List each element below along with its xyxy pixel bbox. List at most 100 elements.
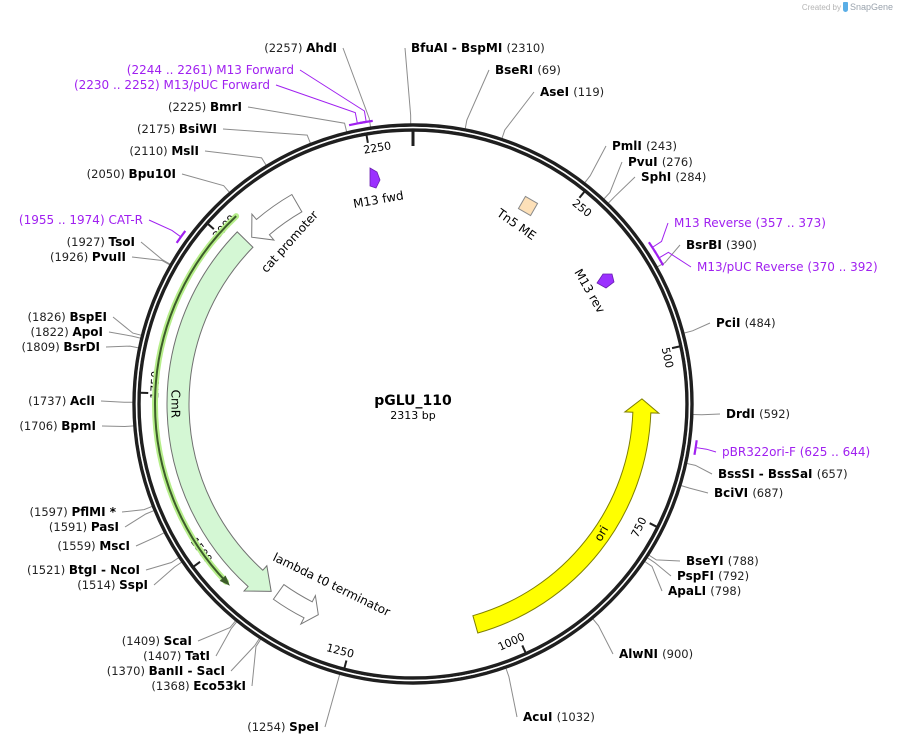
site-leader <box>215 621 238 657</box>
site-leader <box>648 554 681 562</box>
cmr-orf-arrowhead-icon <box>219 575 230 586</box>
site-label[interactable]: (1706) BpmI <box>19 419 96 433</box>
primer-name: M13 Forward <box>216 63 294 77</box>
map-center-title: pGLU_110 2313 bp <box>374 393 452 422</box>
feature-tn5-me[interactable]: Tn5 ME <box>493 195 539 243</box>
m13-rev-arrow-icon <box>596 273 615 289</box>
site-label[interactable]: (1559) MscI <box>57 539 130 553</box>
site-label[interactable]: SphI (284) <box>641 170 706 184</box>
primer-name: M13/pUC Reverse <box>697 260 807 274</box>
site-label[interactable]: (1409) ScaI <box>122 634 192 648</box>
site-label[interactable]: (2110) MslI <box>129 144 199 158</box>
site-name: DrdI <box>726 407 759 421</box>
site-position: (1926) <box>50 250 92 264</box>
site-label[interactable]: (2225) BmrI <box>168 100 242 114</box>
primer-name: CAT-R <box>108 213 143 227</box>
site-name: BpmI <box>61 419 96 433</box>
site-label[interactable]: (1927) TsoI <box>67 235 135 249</box>
site-name: MscI <box>99 539 130 553</box>
site-label[interactable]: (1597) PflMI * <box>30 505 117 519</box>
site-name: BmrI <box>210 100 242 114</box>
site-label[interactable]: BfuAI - BspMI (2310) <box>411 41 545 55</box>
ori-label: ori <box>591 523 611 544</box>
feature-cmr[interactable]: CmR <box>152 213 272 592</box>
site-name: AcuI <box>523 710 557 724</box>
site-label[interactable]: ApaLI (798) <box>668 584 741 598</box>
site-leader <box>105 345 139 349</box>
site-label[interactable]: (2257) AhdI <box>264 41 337 55</box>
site-label[interactable]: DrdI (592) <box>726 407 790 421</box>
watermark-prefix: Created by <box>801 2 841 12</box>
site-name: Bpu10I <box>129 167 176 181</box>
feature-m13-fwd[interactable]: M13 fwd <box>352 167 405 211</box>
primer-label[interactable]: (2230 .. 2252) M13/pUC Forward <box>74 78 270 92</box>
site-label[interactable]: BsrBI (390) <box>686 238 757 252</box>
site-leader <box>680 485 709 494</box>
feature-cat-promoter[interactable]: cat promoter <box>251 193 321 276</box>
site-label[interactable]: (1591) PasI <box>49 520 119 534</box>
site-label[interactable]: PmlI (243) <box>612 139 677 153</box>
site-position: (243) <box>646 139 677 153</box>
backbone-gap <box>135 126 691 682</box>
tick-mark <box>671 345 681 350</box>
site-label[interactable]: (1737) AclI <box>28 394 95 408</box>
site-name: ScaI <box>164 634 192 648</box>
feature-lambda-t0-terminator[interactable]: lambda t0 terminator <box>271 550 393 626</box>
site-position: (1370) <box>107 664 149 678</box>
cat-promoter-arrow <box>251 193 303 241</box>
site-position: (1559) <box>57 539 99 553</box>
primer-leader <box>275 84 358 123</box>
site-label[interactable]: (1926) PvuII <box>50 250 126 264</box>
site-position: (1826) <box>28 310 70 324</box>
site-name: PflMI * <box>71 505 116 519</box>
site-name: TatI <box>185 649 210 663</box>
site-label[interactable]: (2175) BsiWI <box>137 122 217 136</box>
site-label[interactable]: (1407) TatI <box>143 649 210 663</box>
site-leader <box>135 532 165 547</box>
site-name: BsrDI <box>63 340 100 354</box>
site-name: ApoI <box>72 325 103 339</box>
site-label[interactable]: BseYI (788) <box>686 554 759 568</box>
site-name: BspEI <box>69 310 107 324</box>
site-label[interactable]: (1370) BanII - SacI <box>107 664 225 678</box>
feature-ori[interactable]: ori <box>472 398 661 634</box>
feature-m13-rev[interactable]: M13 rev <box>571 267 615 316</box>
site-label[interactable]: AseI (119) <box>540 85 604 99</box>
primer-range: (1955 .. 1974) <box>19 213 109 227</box>
site-position: (657) <box>817 467 848 481</box>
restriction-site-labels: (2257) AhdI (2225) BmrI (2175) BsiWI (2110)… <box>19 41 847 734</box>
site-position: (788) <box>728 554 759 568</box>
site-label[interactable]: BseRI (69) <box>495 63 561 77</box>
site-label[interactable]: PciI (484) <box>716 316 776 330</box>
site-label[interactable]: BssSI - BssSaI (657) <box>718 467 848 481</box>
site-leader <box>145 557 180 571</box>
site-label[interactable]: (1368) Eco53kI <box>151 679 246 693</box>
primer-name: M13/pUC Forward <box>163 78 270 92</box>
primer-label[interactable]: M13/pUC Reverse (370 .. 392) <box>697 260 878 274</box>
site-label[interactable]: BciVI (687) <box>714 486 783 500</box>
cmr-label: CmR <box>168 390 182 418</box>
site-label[interactable]: (1254) SpeI <box>247 720 319 734</box>
site-position: (1591) <box>49 520 91 534</box>
site-leader <box>683 322 711 334</box>
site-label[interactable]: (1826) BspEI <box>28 310 107 324</box>
primer-label[interactable]: M13 Reverse (357 .. 373) <box>674 216 826 230</box>
site-leader <box>646 557 672 577</box>
site-label[interactable]: (1514) SspI <box>77 578 148 592</box>
primer-label[interactable]: pBR322ori-F (625 .. 644) <box>722 445 870 459</box>
site-leader <box>101 425 134 428</box>
site-label[interactable]: AlwNI (900) <box>619 647 693 661</box>
site-name: PmlI <box>612 139 646 153</box>
site-label[interactable]: (1822) ApoI <box>31 325 104 339</box>
site-label[interactable]: PvuI (276) <box>628 155 693 169</box>
site-label[interactable]: (1521) BtgI - NcoI <box>27 563 140 577</box>
primer-label[interactable]: (2244 .. 2261) M13 Forward <box>127 63 294 77</box>
site-label[interactable]: AcuI (1032) <box>523 710 595 724</box>
primer-label[interactable]: (1955 .. 1974) CAT-R <box>19 213 143 227</box>
site-label[interactable]: (1809) BsrDI <box>21 340 100 354</box>
site-label[interactable]: (2050) Bpu10I <box>87 167 176 181</box>
site-position: (798) <box>710 584 741 598</box>
site-position: (69) <box>537 63 561 77</box>
site-leader <box>656 244 681 268</box>
site-label[interactable]: PspFI (792) <box>677 569 749 583</box>
